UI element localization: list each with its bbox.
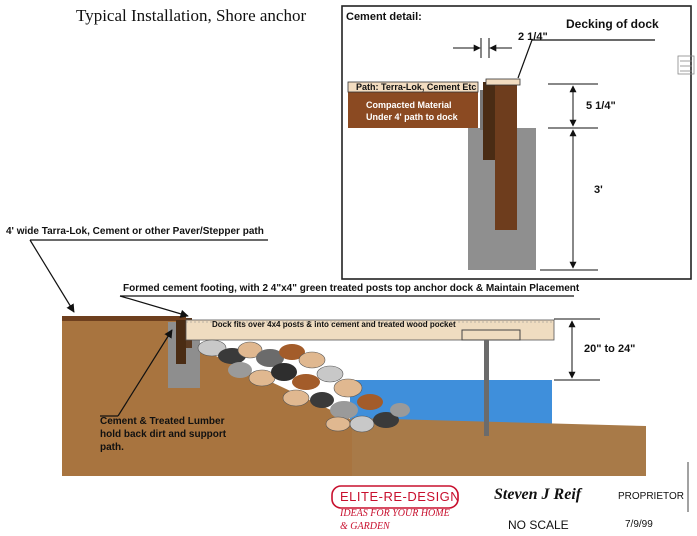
stone	[316, 365, 344, 383]
signature: Steven J Reif	[494, 486, 582, 503]
detail-compacted-fill	[348, 92, 478, 128]
stone	[292, 374, 320, 390]
stone	[310, 392, 334, 408]
decking-leader-line	[517, 39, 533, 79]
detail-dock-beam	[495, 84, 517, 230]
dock-leg	[484, 340, 489, 436]
stone	[228, 362, 252, 378]
height-dimension: 20" to 24"	[584, 343, 636, 355]
riprap-stones	[197, 339, 410, 433]
logo-text: ELITE-RE-DESIGN	[340, 489, 461, 504]
stone	[256, 349, 284, 367]
lumber-callout-1: Cement & Treated Lumber	[100, 416, 225, 427]
stone	[349, 415, 375, 433]
lumber-callout-leader	[117, 329, 173, 417]
logo-tagline-1: IDEAS FOR YOUR HOME	[340, 508, 450, 519]
path-callout-text: 4' wide Tarra-Lok, Cement or other Paver…	[6, 226, 264, 237]
footing-callout-text: Formed cement footing, with 2 4"x4" gree…	[123, 283, 580, 294]
corner-mark-icon	[677, 55, 695, 75]
cement-detail-heading: Cement detail:	[346, 11, 422, 23]
stone	[282, 389, 310, 407]
path-surface	[62, 316, 186, 321]
detail-path-label: Path: Terra-Lok, Cement Etc	[356, 82, 477, 92]
drawing-date: 7/9/99	[625, 519, 653, 530]
stone	[333, 378, 363, 398]
stone	[325, 416, 351, 432]
logo-tagline-2: & GARDEN	[340, 521, 390, 532]
stone	[271, 363, 297, 381]
dock-label: Dock fits over 4x4 posts & into cement a…	[212, 320, 456, 329]
stone	[279, 344, 305, 360]
treated-lumber-wall	[176, 320, 186, 364]
path-callout-leader	[29, 239, 75, 313]
footing-callout-leader	[119, 295, 189, 318]
lumber-callout-3: path.	[100, 442, 124, 453]
detail-dim-depth: 3'	[594, 184, 603, 196]
compacted-label-1: Compacted Material	[366, 100, 452, 110]
lake-bed	[352, 418, 646, 476]
lumber-callout-2: hold back dirt and support	[100, 429, 227, 440]
stone	[237, 341, 263, 359]
stone	[357, 394, 383, 410]
detail-dim-top: 5 1/4"	[586, 100, 616, 112]
stone	[390, 403, 410, 417]
logo-frame	[331, 485, 459, 509]
decking-label: Decking of dock	[566, 17, 659, 31]
page-title: Typical Installation, Shore anchor	[76, 6, 307, 25]
proprietor-label: PROPRIETOR	[618, 491, 684, 502]
gap-dimension: 2 1/4"	[518, 31, 548, 43]
scale-note: NO SCALE	[508, 518, 569, 532]
dock-bracket	[461, 329, 521, 341]
detail-path-layer	[347, 81, 479, 93]
stone	[298, 351, 326, 369]
detail-decking-board	[485, 78, 521, 86]
stone	[197, 339, 227, 357]
stone	[330, 401, 358, 419]
detail-post	[483, 82, 495, 160]
compacted-label-2: Under 4' path to dock	[366, 112, 458, 122]
stone	[373, 412, 399, 428]
